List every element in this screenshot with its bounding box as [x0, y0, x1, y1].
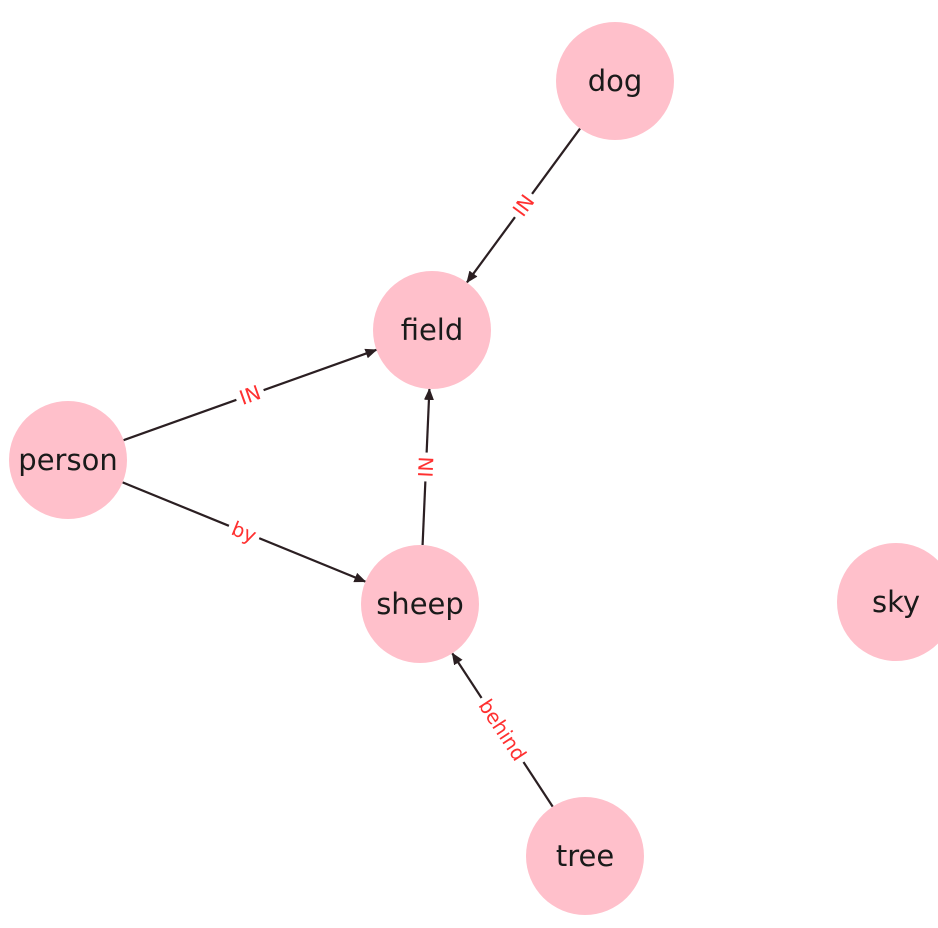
- node-label: person: [18, 443, 117, 477]
- edge-label-background: [224, 513, 265, 551]
- edge-label-group-dog-field: IN: [504, 186, 543, 225]
- edge-label-group-tree-sheep: behind: [470, 690, 535, 770]
- edge-label-background: [504, 186, 543, 225]
- edge-label-background: [470, 690, 535, 770]
- nodes-layer: dog field person sheep sky tree: [9, 22, 938, 915]
- node-label: sky: [872, 585, 920, 619]
- node-tree: tree: [526, 797, 644, 915]
- node-label: tree: [556, 839, 614, 873]
- node-circle: [556, 22, 674, 140]
- node-field: field: [373, 271, 491, 389]
- node-circle: [373, 271, 491, 389]
- edge-label-background: [412, 452, 440, 482]
- node-circle: [837, 543, 938, 661]
- node-sky: sky: [837, 543, 938, 661]
- edge-label: behind: [474, 695, 532, 766]
- node-label: dog: [588, 64, 643, 98]
- node-sheep: sheep: [361, 545, 479, 663]
- node-circle: [9, 401, 127, 519]
- edge-label-group-person-sheep: by: [224, 513, 265, 551]
- edge-label: IN: [414, 456, 439, 478]
- node-circle: [526, 797, 644, 915]
- edge-label-group-sheep-field: IN: [412, 452, 440, 482]
- edge-label-background: [232, 377, 268, 413]
- edge-label-group-person-field: IN: [232, 377, 268, 413]
- node-label: sheep: [376, 587, 464, 621]
- node-person: person: [9, 401, 127, 519]
- edges-layer: IN IN by IN behind: [122, 127, 581, 808]
- node-dog: dog: [556, 22, 674, 140]
- edge-label: IN: [508, 190, 540, 221]
- node-circle: [361, 545, 479, 663]
- node-label: field: [401, 313, 464, 347]
